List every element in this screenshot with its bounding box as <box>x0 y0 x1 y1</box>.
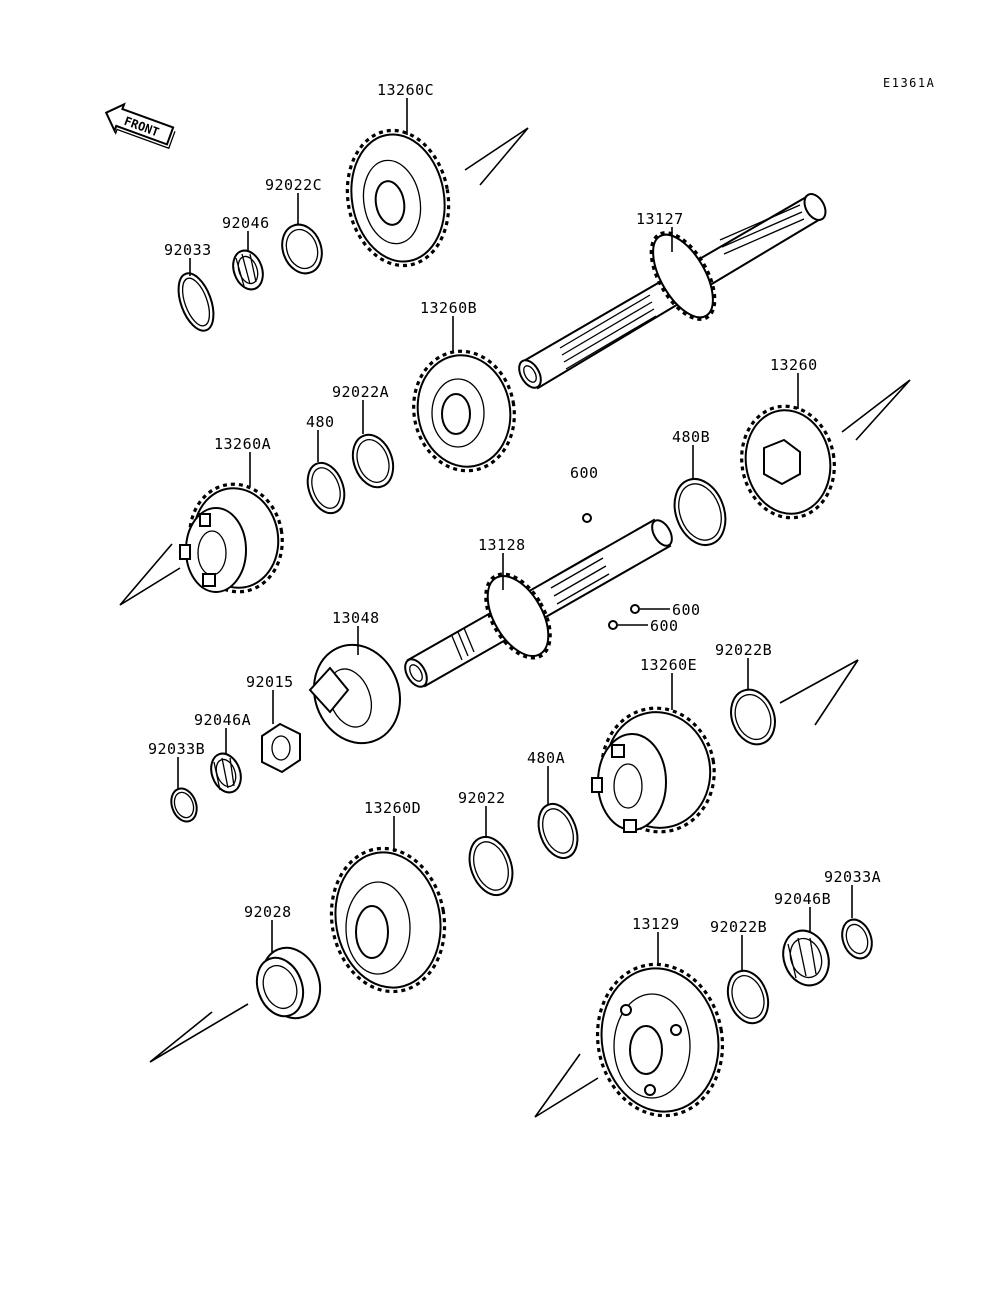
circlip-92033A <box>841 918 873 960</box>
circlip-92033B <box>170 787 198 823</box>
label-600-bottom: 600 <box>650 617 679 635</box>
label-92046B: 92046B <box>774 890 831 908</box>
diagram-ref-code: E1361A <box>883 76 935 90</box>
label-92022B-lower: 92022B <box>710 918 767 936</box>
label-92028: 92028 <box>244 903 292 921</box>
leader-lines <box>177 98 853 972</box>
label-13048: 13048 <box>332 609 380 627</box>
label-480A: 480A <box>527 749 565 767</box>
label-13260C: 13260C <box>377 81 434 99</box>
axis-guide-lines <box>119 127 911 1118</box>
nut-92015 <box>261 722 301 774</box>
label-92022B-upper: 92022B <box>715 641 772 659</box>
gear-13260D <box>329 846 447 994</box>
bearing-92046A <box>210 752 242 794</box>
shaft-13128 <box>404 518 673 688</box>
label-13260D: 13260D <box>364 799 421 817</box>
bushing-92028 <box>255 946 322 1020</box>
bearing-92046B <box>782 929 830 987</box>
label-92022: 92022 <box>458 789 506 807</box>
label-13127: 13127 <box>636 210 684 228</box>
label-92022C: 92022C <box>265 176 322 194</box>
label-92033: 92033 <box>164 241 212 259</box>
washer-92022C <box>281 223 323 275</box>
ball-600b <box>630 604 640 614</box>
label-13260A: 13260A <box>214 435 271 453</box>
circlip-92033 <box>177 272 215 332</box>
label-92015: 92015 <box>246 673 294 691</box>
label-13129: 13129 <box>632 915 680 933</box>
circlip-480A <box>537 802 579 860</box>
front-arrow-icon: FRONT <box>104 102 176 150</box>
washer-92022B-lower <box>726 969 770 1025</box>
label-600-middle: 600 <box>672 601 701 619</box>
gear-13260E <box>591 706 716 834</box>
label-480: 480 <box>306 413 335 431</box>
washer-92022B-upper <box>730 688 776 746</box>
label-13260: 13260 <box>770 356 818 374</box>
cam-13048 <box>308 643 402 745</box>
label-13260E: 13260E <box>640 656 697 674</box>
label-92046: 92046 <box>222 214 270 232</box>
label-92046A: 92046A <box>194 711 251 729</box>
ball-600a <box>582 513 592 523</box>
washer-92022 <box>468 835 514 897</box>
gear-13260A <box>179 482 284 594</box>
gear-13260 <box>740 404 836 520</box>
label-600-top: 600 <box>570 464 599 482</box>
label-13260B: 13260B <box>420 299 477 317</box>
label-13128: 13128 <box>478 536 526 554</box>
ball-600c <box>608 620 618 630</box>
washer-92022A <box>351 433 395 489</box>
gear-13129 <box>595 962 725 1118</box>
gear-13260B <box>412 349 516 473</box>
bearing-92046 <box>232 249 264 291</box>
label-480B: 480B <box>672 428 710 446</box>
label-92033A: 92033A <box>824 868 881 886</box>
shaft-13127 <box>518 193 827 390</box>
circlip-480 <box>306 461 346 515</box>
circlip-480B <box>673 478 727 546</box>
gear-13260C <box>345 128 451 268</box>
label-92022A: 92022A <box>332 383 389 401</box>
part-labels: 13260C 92022C 92046 92033 13127 13260B 1… <box>148 81 881 936</box>
label-92033B: 92033B <box>148 740 205 758</box>
